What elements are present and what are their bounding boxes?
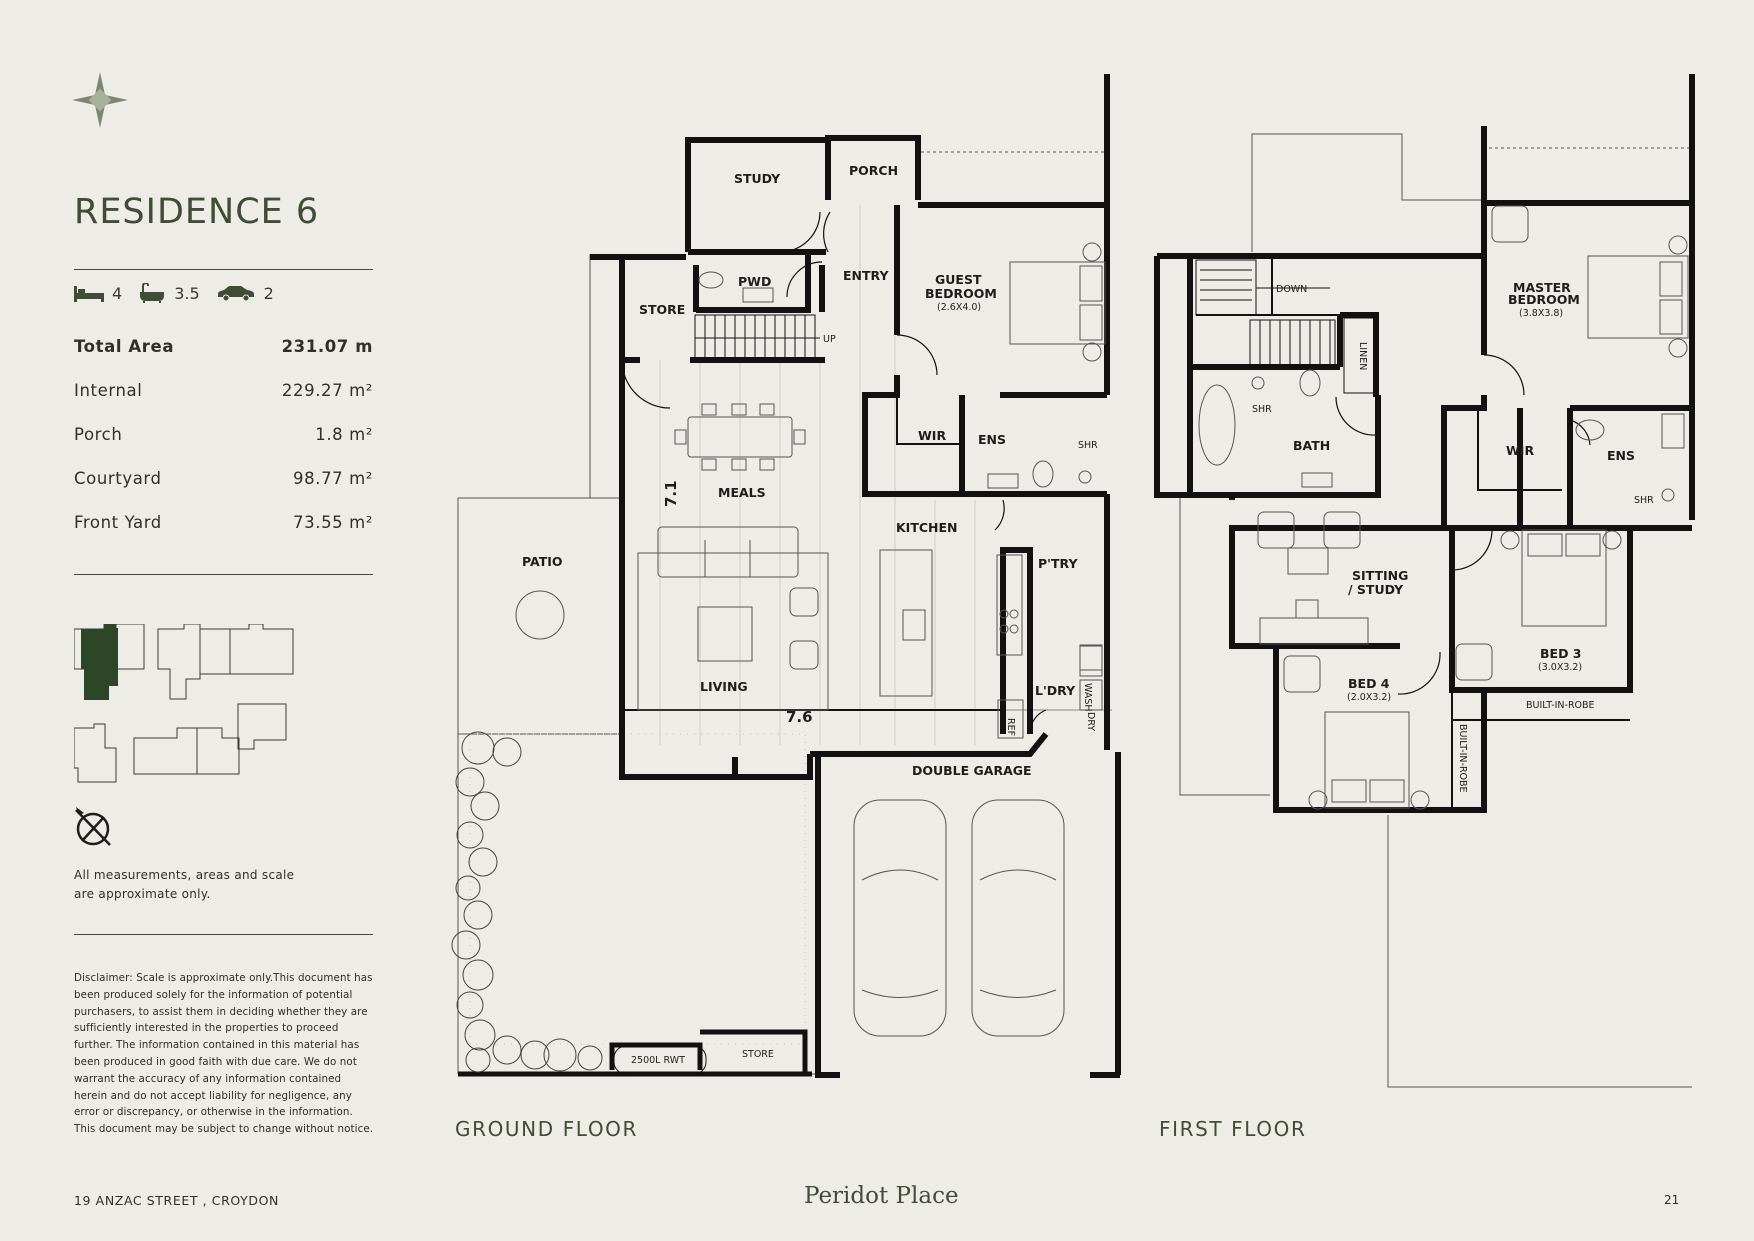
room-label-built-in-robe: BUILT-IN-ROBE xyxy=(1526,700,1595,711)
room-label-kitchen: KITCHEN xyxy=(896,520,958,535)
room-label-ens-shr: SHR xyxy=(1634,495,1654,506)
appliance-label-dry: DRY xyxy=(1085,712,1096,731)
room-label-living: LIVING xyxy=(700,679,748,694)
room-label-porch: PORCH xyxy=(849,163,898,178)
room-label-store: STORE xyxy=(639,302,685,317)
room-size-bed-3: (3.0X3.2) xyxy=(1538,662,1582,673)
appliance-label-wash: WASH xyxy=(1082,683,1093,712)
area-value: 1.8 m² xyxy=(315,425,373,444)
room-label-sitting-study-2: / STUDY xyxy=(1348,582,1404,597)
area-value: 98.77 m² xyxy=(293,469,373,488)
ground-floor-plan: STUDY PORCH PWD ENTRY STORE UP GUEST BED… xyxy=(451,74,1121,1078)
room-label-ens: ENS xyxy=(978,432,1006,447)
stair-down-label: DOWN xyxy=(1276,284,1307,295)
site-key-plan xyxy=(74,624,294,783)
title-divider xyxy=(74,269,373,270)
room-label-garage-store: STORE xyxy=(742,1049,774,1060)
area-divider xyxy=(74,574,373,575)
room-label-ptry: P'TRY xyxy=(1038,556,1078,571)
room-label-bath-shr: SHR xyxy=(1252,404,1272,415)
area-schedule: Total Area 231.07 m Internal 229.27 m² P… xyxy=(74,337,373,557)
area-label: Internal xyxy=(74,381,143,400)
room-label-sitting-study: SITTING xyxy=(1352,568,1408,583)
residence-highlight xyxy=(81,624,118,700)
room-label-master-wir: WIR xyxy=(1506,443,1534,458)
area-label: Courtyard xyxy=(74,469,162,488)
first-floor-plan: DOWN LINEN SHR BATH MASTER BEDROOM (3.8X… xyxy=(1154,74,1695,1088)
rainwater-tank-label: 2500L RWT xyxy=(631,1055,685,1066)
room-label-guest-bedroom: GUEST xyxy=(935,272,982,287)
room-label-linen: LINEN xyxy=(1357,342,1368,370)
room-label-study: STUDY xyxy=(734,171,781,186)
area-value: 229.27 m² xyxy=(281,381,373,400)
bath-icon xyxy=(140,283,165,303)
car-spaces-value: 2 xyxy=(263,283,274,303)
room-label-entry: ENTRY xyxy=(843,268,889,283)
area-row-total: Total Area 231.07 m xyxy=(74,337,373,381)
room-label-double-garage: DOUBLE GARAGE xyxy=(912,763,1032,778)
area-row-front-yard: Front Yard 73.55 m² xyxy=(74,513,373,557)
room-label-guest-bedroom-2: BEDROOM xyxy=(925,286,997,301)
disclaimer: Disclaimer: Scale is approximate only.Th… xyxy=(74,972,374,1136)
car-icon xyxy=(217,286,254,301)
not-to-scale-icon xyxy=(75,807,111,846)
bedrooms-count: 4 xyxy=(74,284,122,303)
area-row-courtyard: Courtyard 98.77 m² xyxy=(74,469,373,513)
north-compass-icon xyxy=(72,72,128,128)
approximate-note: All measurements, areas and scale are ap… xyxy=(74,868,295,901)
property-address: 19 ANZAC STREET , CROYDON xyxy=(74,1193,280,1208)
stair-up-label: UP xyxy=(823,334,836,345)
feature-summary: 4 3.5 2 xyxy=(74,283,290,303)
room-label-master-bedroom: MASTER xyxy=(1513,280,1571,295)
area-value: 73.55 m² xyxy=(293,513,373,532)
area-row-porch: Porch 1.8 m² xyxy=(74,425,373,469)
room-label-pwd: PWD xyxy=(738,274,771,289)
bathrooms-count: 3.5 xyxy=(138,283,200,303)
courtyard-area xyxy=(469,733,806,1045)
room-label-ldry: L'DRY xyxy=(1035,683,1076,698)
bathrooms-value: 3.5 xyxy=(174,283,200,303)
car-spaces-count: 2 xyxy=(216,284,274,303)
room-label-master-bedroom-2: BEDROOM xyxy=(1508,292,1580,307)
room-label-shr: SHR xyxy=(1078,440,1098,451)
room-label-bath: BATH xyxy=(1293,438,1330,453)
bedrooms-value: 4 xyxy=(112,283,123,303)
room-label-bed-3: BED 3 xyxy=(1540,646,1582,661)
page-number: 21 xyxy=(1664,1193,1680,1207)
appliance-label-ref: REF xyxy=(1005,718,1016,736)
brand-name: Peridot Place xyxy=(804,1183,959,1209)
room-label-patio: PATIO xyxy=(522,554,563,569)
room-size-master-bedroom: (3.8X3.8) xyxy=(1519,308,1563,319)
room-label-master-ens: ENS xyxy=(1607,448,1635,463)
area-label: Total Area xyxy=(74,337,175,356)
room-label-meals: MEALS xyxy=(718,485,766,500)
first-floor-label: FIRST FLOOR xyxy=(1159,1117,1307,1141)
room-size-bed-4: (2.0X3.2) xyxy=(1347,692,1391,703)
bed-icon xyxy=(74,286,104,302)
area-value: 231.07 m xyxy=(281,337,373,356)
room-size-guest-bedroom: (2.6X4.0) xyxy=(937,302,981,313)
room-label-built-in-robe-bed-4: BUILT-IN-ROBE xyxy=(1457,724,1468,793)
area-label: Front Yard xyxy=(74,513,162,532)
room-label-bed-4: BED 4 xyxy=(1348,676,1390,691)
patio-area xyxy=(457,497,623,735)
ground-floor-label: GROUND FLOOR xyxy=(455,1117,639,1141)
area-label: Porch xyxy=(74,425,123,444)
rainwater-tank xyxy=(613,1045,707,1075)
dimension-width: 7.6 xyxy=(786,708,813,726)
area-row-internal: Internal 229.27 m² xyxy=(74,381,373,425)
room-label-wir: WIR xyxy=(918,428,946,443)
residence-title: RESIDENCE 6 xyxy=(74,192,320,232)
dimension-depth: 7.1 xyxy=(662,480,680,507)
note-divider xyxy=(74,934,373,935)
